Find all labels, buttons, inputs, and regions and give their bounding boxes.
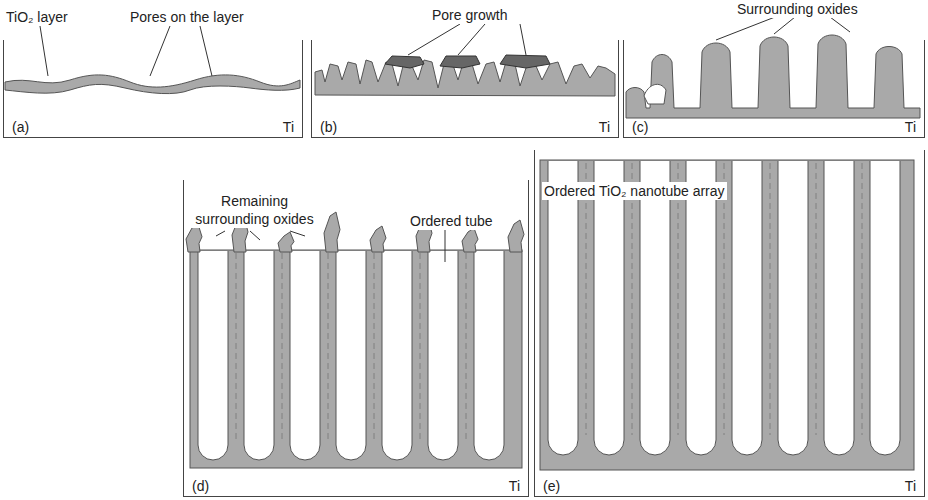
stage-panel: (c) Ti (623, 40, 925, 138)
tube-wall-gap (374, 253, 375, 440)
tube-wall-gap (586, 163, 587, 435)
annotation-label: Pore growth (430, 6, 509, 24)
remaining-oxide (370, 226, 386, 252)
remaining-oxide (462, 228, 478, 252)
annotation-label: Remaining surrounding oxides (185, 192, 324, 228)
substrate-label: Ti (509, 478, 520, 494)
tube-interior (382, 251, 412, 460)
panel-letter: (d) (192, 478, 209, 494)
tube-interior (870, 161, 900, 455)
panel-letter: (a) (12, 119, 29, 135)
annotation-label: Ordered tube (408, 212, 495, 230)
tube-interior (640, 161, 670, 455)
panel-letter: (e) (543, 478, 560, 494)
annotation-label: Ordered TiO₂ nanotube array (542, 182, 727, 200)
remaining-oxide (186, 224, 202, 252)
tube-wall-gap (862, 163, 863, 435)
tube-interior (290, 251, 320, 460)
remaining-oxide (324, 212, 340, 252)
stage-panel: (b) Ti (311, 40, 619, 138)
tube-interior (428, 251, 458, 460)
substrate-label: Ti (905, 478, 916, 494)
stage-panel: (a) Ti (3, 40, 303, 138)
remaining-oxide (278, 232, 294, 252)
tube-interior (824, 161, 854, 455)
tube-interior (548, 161, 578, 455)
tube-wall-gap (236, 253, 237, 440)
tube-wall-gap (420, 253, 421, 440)
panel-letter: (b) (320, 119, 337, 135)
substrate-label: Ti (905, 119, 916, 135)
tube-wall-gap (678, 163, 679, 435)
tube-interior (732, 161, 762, 455)
tube-wall-gap (328, 253, 329, 440)
tube-wall-gap (816, 163, 817, 435)
tube-wall-gap (770, 163, 771, 435)
tube-interior (778, 161, 808, 455)
panel-letter: (c) (632, 119, 648, 135)
annotation-label: TiO₂ layer (4, 8, 70, 26)
tube-interior (474, 251, 504, 460)
tube-interior (198, 251, 228, 460)
tube-wall-gap (724, 163, 725, 435)
substrate-label: Ti (599, 119, 610, 135)
tube-wall-gap (466, 253, 467, 440)
tube-wall-gap (282, 253, 283, 440)
substrate-label: Ti (283, 119, 294, 135)
tube-interior (594, 161, 624, 455)
tube-wall-gap (632, 163, 633, 435)
tube-interior (686, 161, 716, 455)
tube-interior (244, 251, 274, 460)
annotation-label: Pores on the layer (128, 8, 246, 26)
remaining-oxide (508, 220, 524, 252)
stage-panel: (e) Ti (534, 150, 925, 497)
annotation-label: Surrounding oxides (735, 0, 860, 18)
tube-interior (336, 251, 366, 460)
